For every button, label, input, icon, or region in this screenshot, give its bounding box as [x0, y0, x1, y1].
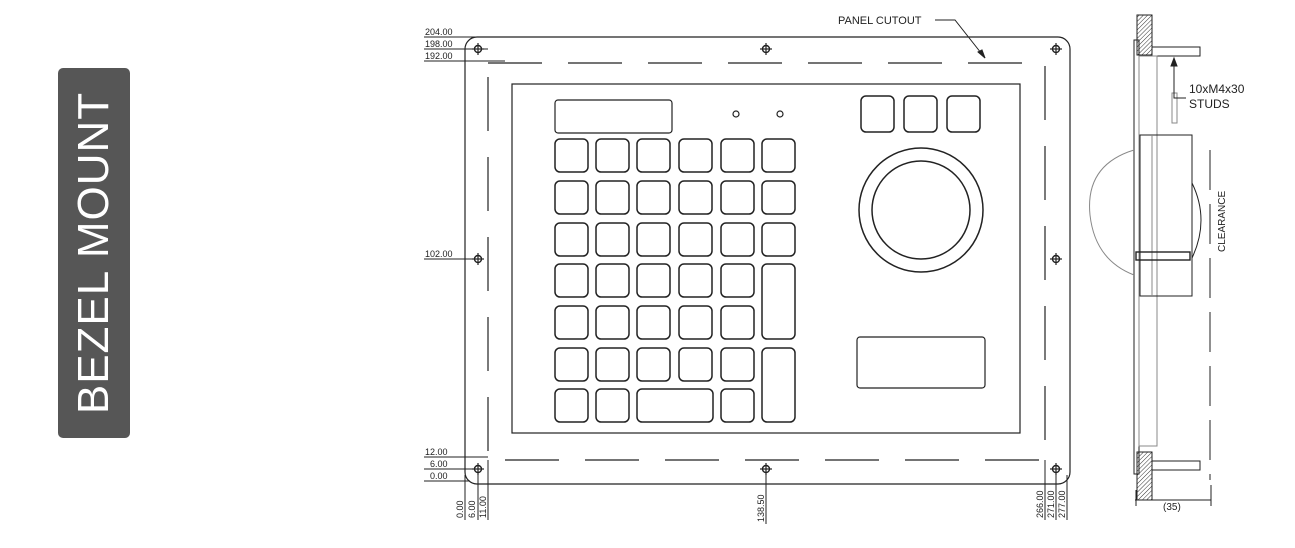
keypad-key — [678, 305, 713, 340]
keypad-key — [636, 222, 671, 257]
panel-cutout-line — [487, 62, 1046, 461]
depth-dimension: (35) — [1163, 502, 1181, 513]
studs-label-2: STUDS — [1189, 97, 1230, 111]
keypad-key — [554, 388, 589, 423]
dim-h266: 266.00 — [1035, 490, 1045, 518]
keypad-key — [720, 180, 755, 215]
mounting-holes — [472, 43, 1062, 475]
dim-192: 192.00 — [425, 51, 453, 61]
keypad-key — [554, 138, 589, 173]
mounting-hole-icon — [1050, 253, 1062, 265]
dim-198: 198.00 — [425, 39, 453, 49]
mounting-hole-icon — [760, 43, 772, 55]
keypad-key — [636, 305, 671, 340]
trackball-bezel — [858, 147, 984, 273]
keypad-key — [595, 388, 630, 423]
keypad-key — [554, 263, 589, 298]
keypad-key — [761, 347, 796, 423]
dim-12: 12.00 — [425, 447, 448, 457]
dim-6: 6.00 — [430, 459, 448, 469]
keypad-key — [720, 305, 755, 340]
keypad-key — [595, 180, 630, 215]
keypad-key — [636, 138, 671, 173]
keypad-key — [720, 222, 755, 257]
keypad-key — [678, 222, 713, 257]
dim-h277: 277.00 — [1057, 490, 1067, 518]
dim-0: 0.00 — [430, 471, 448, 481]
clearance-label: CLEARANCE — [1217, 191, 1228, 252]
trackball — [871, 160, 971, 260]
keypad-key — [554, 222, 589, 257]
keypad-key — [554, 180, 589, 215]
keypad-key — [678, 138, 713, 173]
function-key — [946, 95, 981, 133]
dim-h271: 271.00 — [1046, 490, 1056, 518]
keypad-key — [678, 180, 713, 215]
keypad-key — [595, 305, 630, 340]
dim-h11: 11.00 — [478, 496, 488, 518]
dim-204: 204.00 — [425, 27, 453, 37]
keypad-key — [720, 388, 755, 423]
keypad-key — [595, 263, 630, 298]
keypad-key — [636, 180, 671, 215]
keypad-key — [761, 222, 796, 257]
keypad-panel — [511, 83, 1021, 434]
bezel-mount-label: BEZEL MOUNT — [58, 68, 130, 438]
side-view — [1089, 14, 1212, 506]
keypad-key — [720, 347, 755, 382]
dim-h0: 0.00 — [455, 500, 465, 518]
keypad-key — [554, 305, 589, 340]
keypad-key — [636, 347, 671, 382]
keypad-key — [636, 263, 671, 298]
function-key — [903, 95, 938, 133]
keypad-key — [636, 388, 714, 423]
keypad-key — [761, 138, 796, 173]
keypad-key — [595, 347, 630, 382]
keypad-key — [761, 180, 796, 215]
secondary-display — [856, 336, 986, 389]
keypad-key — [678, 263, 713, 298]
led-indicator — [776, 110, 784, 118]
studs-label-1: 10xM4x30 — [1189, 82, 1245, 96]
dim-h138: 138.50 — [756, 494, 766, 522]
key-grid — [554, 138, 796, 423]
keypad-key — [554, 347, 589, 382]
keypad-key — [595, 138, 630, 173]
dim-102: 102.00 — [425, 249, 453, 259]
keypad-key — [595, 222, 630, 257]
dim-h6: 6.00 — [467, 500, 477, 518]
function-key — [860, 95, 895, 133]
lcd-display — [554, 99, 673, 134]
panel-cutout-label: PANEL CUTOUT — [838, 15, 922, 27]
keypad-key — [761, 263, 796, 340]
keypad-key — [678, 347, 713, 382]
mounting-hole-icon — [1050, 43, 1062, 55]
led-indicator — [732, 110, 740, 118]
keypad-key — [720, 263, 755, 298]
keypad-key — [720, 138, 755, 173]
